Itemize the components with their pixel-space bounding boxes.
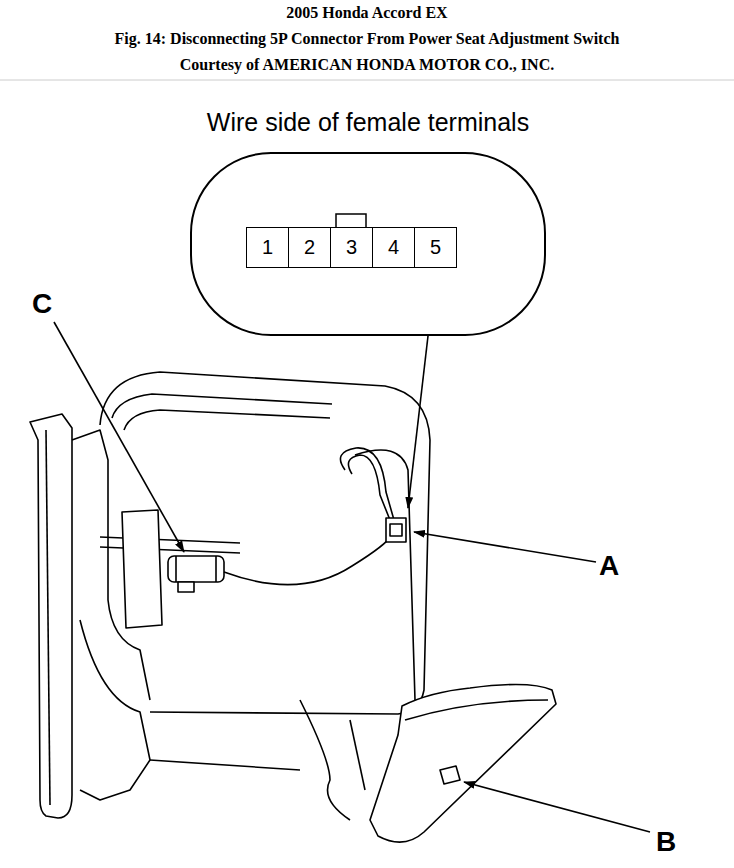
credit-line: Courtesy of AMERICAN HONDA MOTOR CO., IN… xyxy=(0,56,734,74)
title: 2005 Honda Accord EX xyxy=(0,4,734,22)
terminal-cell: 2 xyxy=(288,227,331,268)
caption: Fig. 14: Disconnecting 5P Connector From… xyxy=(0,30,734,48)
callout-letter: A xyxy=(597,550,621,582)
terminal-cell: 4 xyxy=(372,227,415,268)
terminal-cell: 1 xyxy=(246,227,289,268)
view-heading: Wire side of female terminals xyxy=(207,108,529,137)
pin-number: 2 xyxy=(304,236,315,259)
pin-number: 1 xyxy=(262,236,273,259)
connector-view-oval: Wire side of female terminals12345 xyxy=(190,152,546,336)
terminal-cell: 5 xyxy=(414,227,457,268)
pin-number: 5 xyxy=(430,236,441,259)
terminal-cell: 3 xyxy=(330,227,373,268)
pin-number: 3 xyxy=(346,236,357,259)
header-rule xyxy=(0,80,734,81)
pin-number: 4 xyxy=(388,236,399,259)
callout-letter: C xyxy=(30,288,54,320)
callout-letter: B xyxy=(654,826,678,858)
